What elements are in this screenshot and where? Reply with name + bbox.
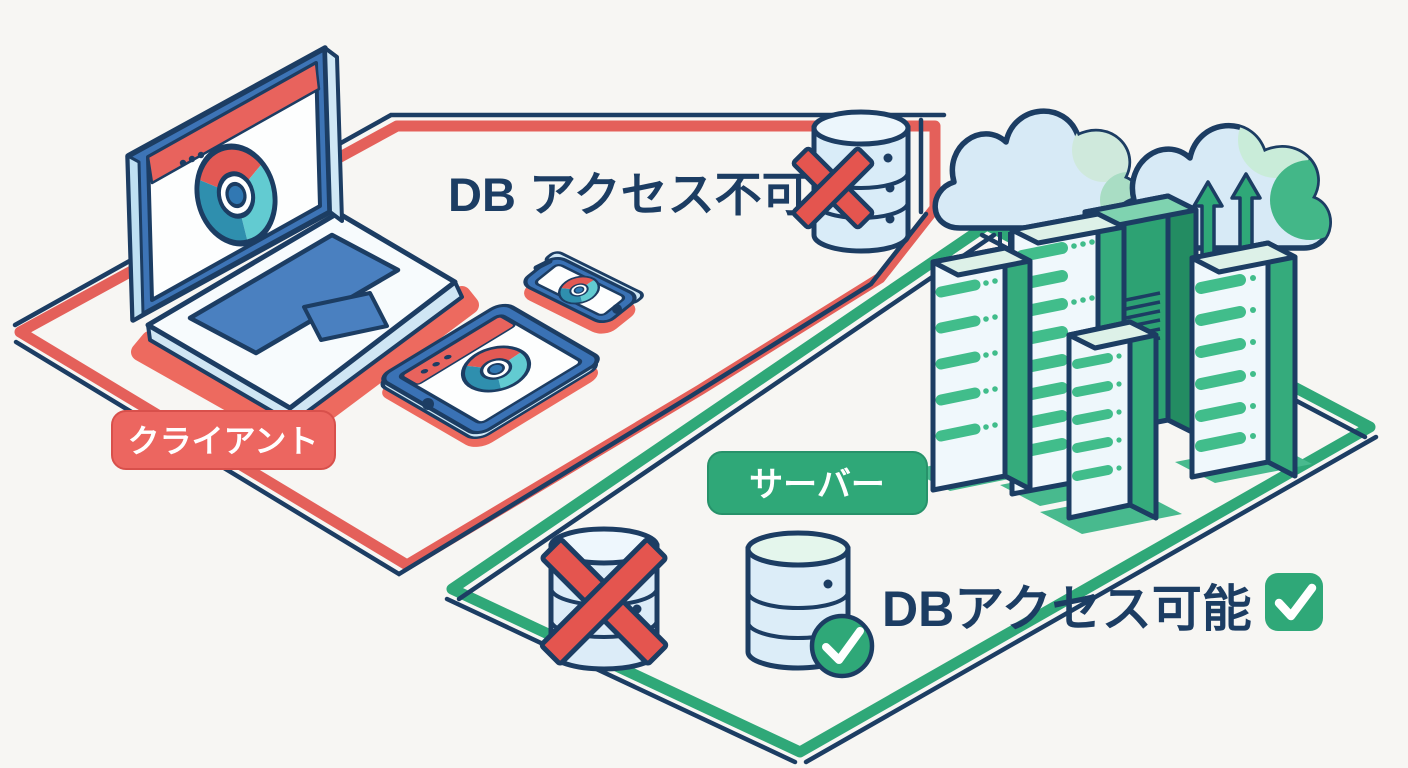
x-mark-icon bbox=[791, 146, 875, 230]
tablet-home-button bbox=[422, 398, 434, 410]
access-text: DBアクセス可能 bbox=[882, 581, 1252, 637]
check-circle-icon bbox=[809, 613, 875, 679]
laptop-lid-edge bbox=[323, 46, 344, 223]
laptop-lid-rim bbox=[126, 154, 145, 322]
client-label-box bbox=[111, 410, 336, 470]
laptop-trackpad bbox=[302, 291, 389, 342]
db-top bbox=[745, 530, 851, 568]
smartphone-illustration bbox=[523, 251, 644, 334]
access-caption: DBアクセス可能 bbox=[882, 573, 1323, 637]
no-access-text: DB アクセス不可 bbox=[448, 168, 809, 221]
browser-window-dots bbox=[179, 151, 205, 167]
phone-home-button bbox=[612, 304, 622, 314]
server-zone-outline bbox=[446, 219, 1376, 758]
tablet-browser-dots bbox=[420, 354, 452, 374]
server-slots bbox=[935, 279, 981, 442]
tablet-illustration bbox=[380, 303, 600, 447]
db-lights bbox=[883, 153, 895, 224]
db-top bbox=[811, 109, 911, 147]
x-mark-icon bbox=[539, 537, 669, 666]
db-band bbox=[746, 591, 850, 610]
client-zone-label: クライアント bbox=[111, 410, 336, 470]
server-rack-right bbox=[1189, 240, 1298, 480]
server-zone-inline-3 bbox=[803, 434, 1379, 765]
client-zone-inline-3 bbox=[13, 211, 929, 577]
server-zone-inline-1 bbox=[456, 232, 997, 602]
browser-titlebar bbox=[146, 61, 321, 185]
server-slots bbox=[1195, 274, 1246, 452]
tablet-browser-titlebar bbox=[401, 316, 516, 385]
server-leds bbox=[1250, 275, 1256, 439]
server-label-text: サーバー bbox=[749, 466, 885, 504]
client-label-text: クライアント bbox=[128, 423, 319, 459]
database-icon-blocked bbox=[539, 526, 669, 672]
no-access-caption: DB アクセス不可 bbox=[448, 168, 809, 221]
phone-speaker bbox=[533, 258, 553, 271]
upload-arrows-icon bbox=[1192, 172, 1262, 260]
server-zone-inline-4 bbox=[444, 596, 798, 765]
server-slots bbox=[1072, 353, 1113, 481]
check-badge-icon bbox=[1265, 573, 1323, 631]
db-light bbox=[823, 579, 833, 589]
server-rack-front bbox=[1066, 319, 1159, 521]
server-zone-label: サーバー bbox=[707, 451, 928, 515]
database-icon-top bbox=[791, 109, 911, 254]
server-leds bbox=[1116, 353, 1122, 471]
server-rack-left bbox=[930, 245, 1033, 493]
client-zone-outline bbox=[14, 120, 941, 571]
server-leds bbox=[983, 278, 998, 430]
database-icon-allowed bbox=[745, 530, 875, 679]
laptop-keyboard bbox=[187, 232, 401, 356]
server-label-box bbox=[707, 451, 928, 515]
laptop-illustration bbox=[125, 45, 479, 447]
